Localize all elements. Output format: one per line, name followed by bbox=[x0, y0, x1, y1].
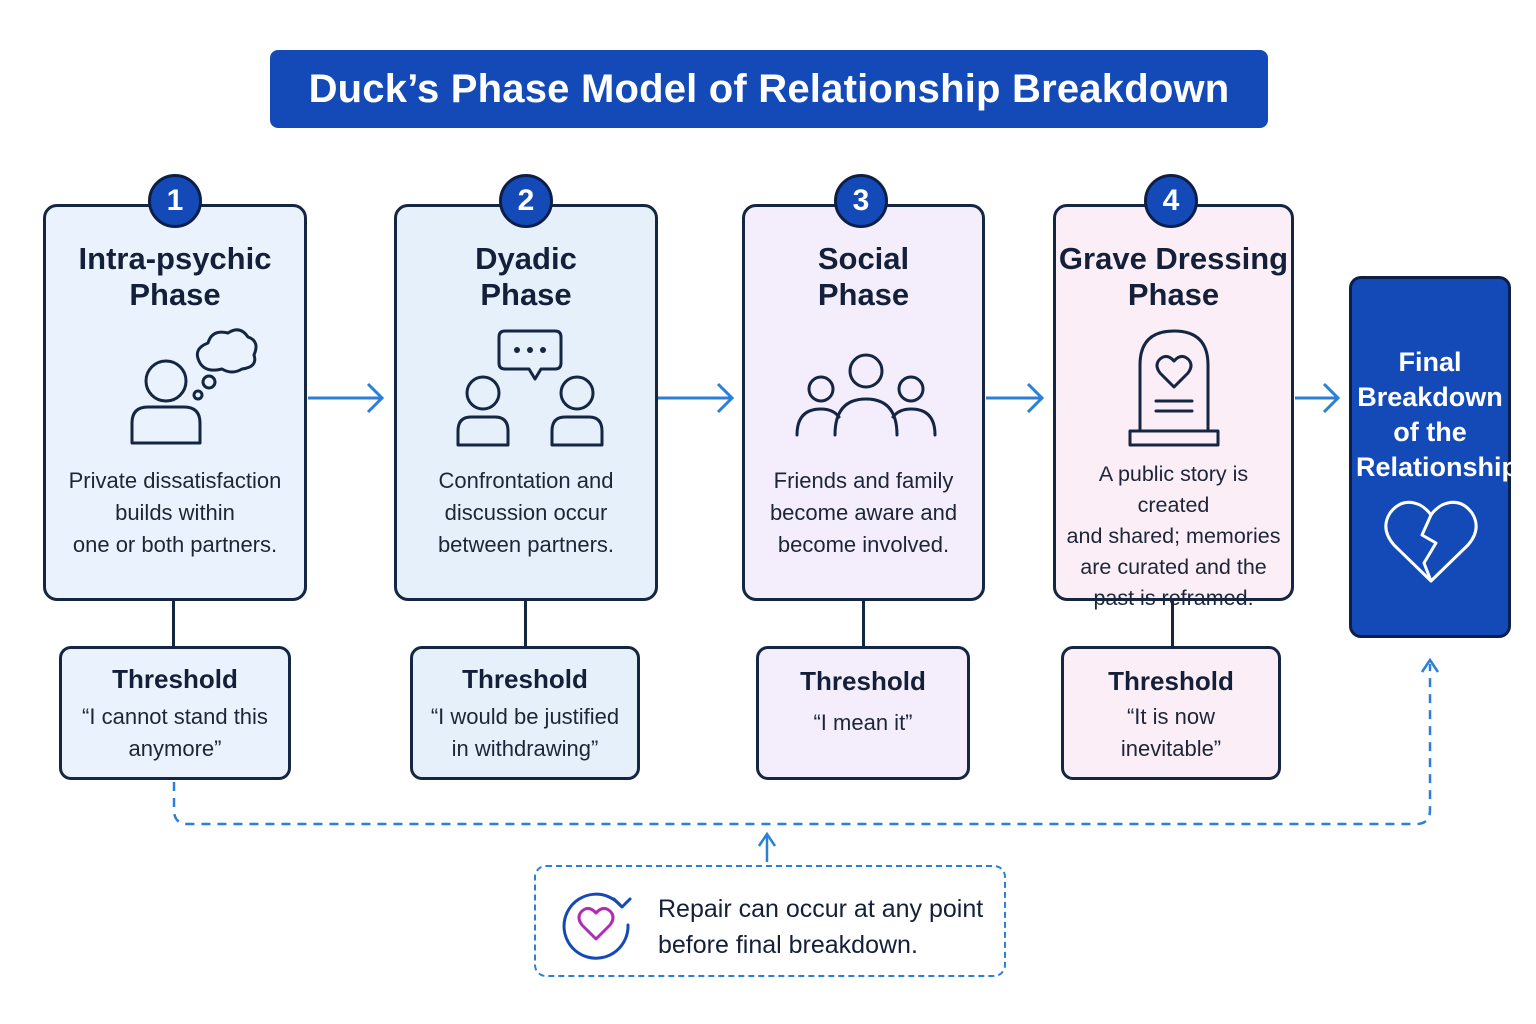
repair-note-line: before final breakdown. bbox=[658, 931, 918, 959]
phase-title-line: Phase bbox=[1127, 277, 1220, 312]
phase-title-line: Phase bbox=[817, 277, 910, 312]
threshold-label: Threshold bbox=[1108, 666, 1234, 696]
connector-phase2-threshold bbox=[524, 600, 527, 648]
threshold-box-3: Threshold “I mean it” bbox=[756, 646, 970, 780]
flow-arrow-1-to-2 bbox=[308, 382, 385, 414]
phase-card-1: Intra-psychic Phase Private dissatisfact… bbox=[43, 204, 307, 601]
threshold-box-1: Threshold “I cannot stand this anymore” bbox=[59, 646, 291, 780]
thinking-person-icon bbox=[130, 328, 258, 445]
threshold-quote-line: “I mean it” bbox=[813, 710, 913, 735]
phase-number-badge-2: 2 bbox=[499, 174, 553, 228]
heart-cycle-icon bbox=[562, 892, 632, 960]
phase-title-line: Dyadic bbox=[475, 241, 577, 276]
phase-description-line: and shared; memories bbox=[1066, 524, 1281, 548]
phase-title-line: Grave Dressing bbox=[1058, 241, 1289, 276]
phase-description-line: one or both partners. bbox=[72, 532, 278, 557]
phase-number-badge-3: 3 bbox=[834, 174, 888, 228]
repair-note-line: Repair can occur at any point bbox=[658, 895, 984, 923]
phase-title: Dyadic Phase bbox=[397, 241, 655, 313]
diagram-title: Duck’s Phase Model of Relationship Break… bbox=[270, 50, 1268, 128]
connector-phase1-threshold bbox=[172, 600, 175, 648]
phase-title-line: Social bbox=[817, 241, 910, 276]
phase-title-line: Phase bbox=[129, 277, 221, 312]
threshold-quote-line: inevitable” bbox=[1120, 736, 1222, 761]
final-breakdown-line: Final bbox=[1398, 347, 1462, 377]
phase-description-line: Confrontation and bbox=[438, 468, 614, 493]
two-people-talking-icon bbox=[456, 329, 604, 447]
threshold-quote: “I cannot stand this anymore” bbox=[62, 701, 288, 765]
phase-description-line: past is reframed. bbox=[1093, 586, 1254, 610]
final-breakdown-line: Breakdown bbox=[1357, 382, 1503, 412]
final-breakdown-box: Final Breakdown of the Relationship bbox=[1349, 276, 1519, 638]
phase-card-4: Grave Dressing Phase A public story is c… bbox=[1053, 204, 1294, 610]
final-breakdown-label: Final Breakdown of the Relationship bbox=[1356, 345, 1519, 485]
phase-description-line: builds within bbox=[115, 500, 235, 525]
flow-arrow-4-to-final bbox=[1295, 382, 1341, 414]
phase-description: Confrontation and discussion occur betwe… bbox=[407, 465, 645, 561]
phase-description-line: A public story is created bbox=[1098, 462, 1249, 517]
threshold-label: Threshold bbox=[112, 664, 238, 694]
phase-description-line: become involved. bbox=[777, 532, 950, 557]
final-breakdown-line: Relationship bbox=[1356, 452, 1519, 482]
phase-description-line: between partners. bbox=[437, 532, 615, 557]
phase-card-3: Social Phase Friends and family become a… bbox=[742, 204, 985, 601]
phase-description-line: discussion occur bbox=[444, 500, 608, 525]
repair-note-box: Repair can occur at any point before fin… bbox=[534, 865, 1006, 977]
phase-number-badge-1: 1 bbox=[148, 174, 202, 228]
threshold-label: Threshold bbox=[800, 666, 926, 696]
phase-description-line: are curated and the bbox=[1080, 555, 1267, 579]
final-breakdown-line: of the bbox=[1393, 417, 1467, 447]
phase-number-badge-4: 4 bbox=[1144, 174, 1198, 228]
threshold-label: Threshold bbox=[462, 664, 588, 694]
gravestone-heart-icon bbox=[1128, 329, 1220, 447]
threshold-box-2: Threshold “I would be justified in withd… bbox=[410, 646, 640, 780]
threshold-quote: “I mean it” bbox=[759, 707, 967, 739]
phase-title-line: Phase bbox=[480, 277, 572, 312]
flow-arrow-3-to-4 bbox=[986, 382, 1045, 414]
phase-description: A public story is created and shared; me… bbox=[1062, 459, 1285, 614]
repair-loop-dashed bbox=[172, 657, 1440, 862]
threshold-box-4: Threshold “It is now inevitable” bbox=[1061, 646, 1281, 780]
connector-phase4-threshold bbox=[1171, 600, 1174, 648]
broken-heart-icon bbox=[1384, 500, 1478, 583]
phase-title: Intra-psychic Phase bbox=[46, 241, 304, 313]
threshold-quote-line: in withdrawing” bbox=[451, 736, 599, 761]
phase-description-line: Private dissatisfaction bbox=[68, 468, 282, 493]
flow-arrow-2-to-3 bbox=[658, 382, 735, 414]
threshold-quote-line: “I cannot stand this bbox=[82, 704, 268, 729]
repair-note-text: Repair can occur at any point before fin… bbox=[658, 891, 998, 963]
phase-card-2: Dyadic Phase Confrontation and discussio… bbox=[394, 204, 658, 601]
phase-description: Friends and family become aware and beco… bbox=[755, 465, 972, 561]
group-icon bbox=[795, 353, 937, 437]
threshold-quote-line: anymore” bbox=[128, 736, 222, 761]
phase-title: Grave Dressing Phase bbox=[1056, 241, 1291, 313]
phase-description-line: become aware and bbox=[769, 500, 958, 525]
phase-title-line: Intra-psychic bbox=[78, 241, 272, 276]
threshold-quote-line: “I would be justified bbox=[430, 704, 620, 729]
connector-phase3-threshold bbox=[862, 600, 865, 648]
threshold-quote-line: “It is now bbox=[1126, 704, 1216, 729]
phase-title: Social Phase bbox=[745, 241, 982, 313]
phase-description: Private dissatisfaction builds within on… bbox=[56, 465, 294, 561]
threshold-quote: “It is now inevitable” bbox=[1064, 701, 1278, 765]
phase-description-line: Friends and family bbox=[773, 468, 954, 493]
threshold-quote: “I would be justified in withdrawing” bbox=[413, 701, 637, 765]
